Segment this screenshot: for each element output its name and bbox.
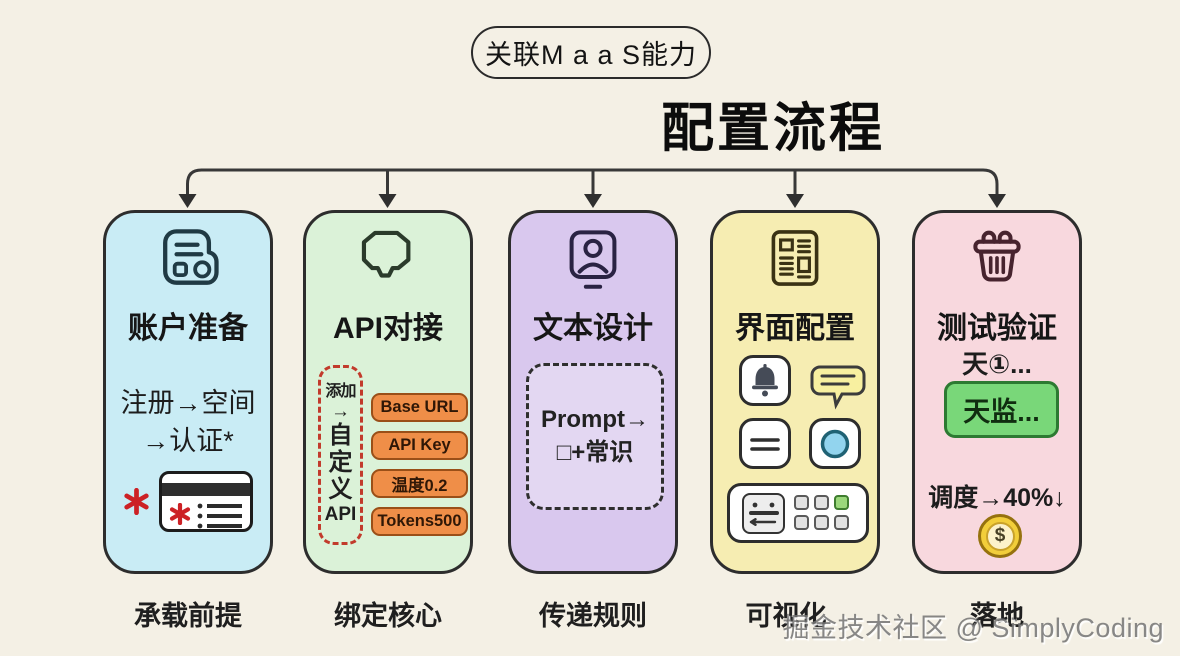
profile-frame-icon: [569, 230, 617, 289]
newspaper-icon: [771, 230, 819, 286]
footer-label-text: 传递规则: [539, 601, 647, 631]
card-account-footer-graphics: [106, 471, 270, 532]
record-circle-icon: [820, 429, 850, 458]
grid-cell: [814, 515, 829, 530]
test-subtitle: 天①...: [962, 349, 1032, 379]
pill-api-key: API Key: [371, 431, 468, 460]
page-title: 配置流程: [661, 99, 885, 158]
card-ui-title: 界面配置: [735, 312, 855, 345]
card-account-prep: 账户准备 注册→空间 →认证*: [103, 210, 273, 574]
flow-connector-arrows: [178, 168, 1006, 208]
card-api-connect: API对接 添加 → 自 定 义 API Base URL API Key 温度…: [303, 210, 473, 574]
card-test-title: 测试验证: [937, 312, 1057, 345]
api-config-pills: Base URL API Key 温度0.2 Tokens500: [371, 393, 468, 536]
card-text-title: 文本设计: [533, 312, 653, 345]
card-ui-config: 界面配置: [710, 210, 880, 574]
grid-cell: [794, 495, 809, 510]
bell-icon: [752, 363, 778, 396]
footer-label-account: 承载前提: [134, 601, 242, 631]
pill-base-url: Base URL: [371, 393, 468, 422]
dollar-coin-icon: $: [978, 514, 1022, 558]
coin-symbol: $: [985, 521, 1015, 551]
list-lines-icon: [197, 503, 242, 529]
plugin-badge-icon: [361, 230, 411, 278]
header-tag-label: 关联M a a S能力: [484, 40, 698, 70]
keypad-face-icon: [748, 502, 779, 526]
grid-cell: [834, 515, 849, 530]
card-test-verify: 测试验证 天①... 天监... 调度→40%↓ $: [912, 210, 1082, 574]
speech-bubble-icon: [810, 365, 866, 410]
button-grid: [794, 495, 849, 530]
credit-card-stripe: [162, 483, 250, 496]
add-custom-api-note: 添加 → 自 定 义 API: [318, 365, 363, 545]
menu-widget: [739, 418, 791, 469]
grid-cell: [794, 515, 809, 530]
card-text-design: 文本设计 Prompt→ □+常识: [508, 210, 678, 574]
footer-label-test: 落地: [970, 601, 1024, 631]
red-asterisk-icon: [124, 488, 149, 515]
keypad-icon: [742, 493, 785, 534]
id-card-reader-icon: [163, 229, 219, 285]
red-asterisk-icon: [169, 503, 191, 525]
grid-cell: [814, 495, 829, 510]
grid-cell-active: [834, 495, 849, 510]
card-account-body: 注册→空间 →认证*: [120, 388, 256, 456]
card-account-title: 账户准备: [128, 312, 248, 345]
pill-temperature: 温度0.2: [371, 469, 468, 498]
basket-icon: [973, 230, 1021, 282]
footer-label-api: 绑定核心: [334, 601, 442, 631]
watermark: 掘金技术社区 @ SimplyCoding: [782, 613, 1164, 643]
record-widget: [809, 418, 861, 469]
footer-label-ui: 可视化: [745, 601, 827, 631]
prompt-rule-box: Prompt→ □+常识: [526, 363, 664, 510]
credit-card-icon: [159, 471, 253, 532]
card-api-title: API对接: [332, 312, 443, 345]
header-tag-pill: 关联M a a S能力: [471, 26, 711, 79]
menu-lines-icon: [750, 437, 780, 451]
control-panel-widget: [727, 483, 869, 543]
dispatch-metric: 调度→40%↓: [928, 484, 1066, 512]
pill-tokens: Tokens500: [371, 507, 468, 536]
monitor-button: 天监...: [944, 381, 1059, 438]
notification-widget: [739, 355, 791, 406]
